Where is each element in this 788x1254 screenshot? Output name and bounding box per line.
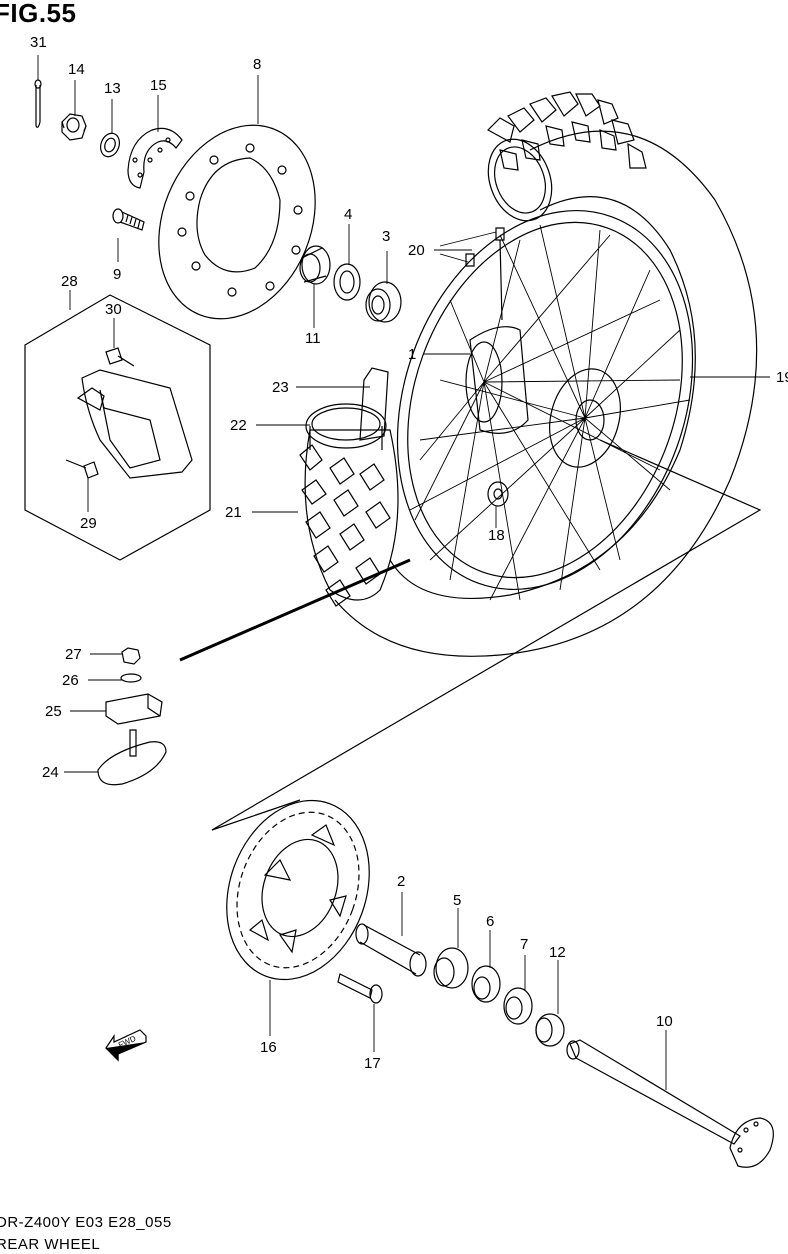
disc-bolt-part — [112, 208, 145, 231]
rear-sprocket-part — [226, 799, 370, 981]
callout-6: 6 — [486, 913, 495, 930]
rim-lock-block-part — [105, 693, 163, 725]
callout-8: 8 — [253, 56, 262, 73]
callout-17: 17 — [364, 1055, 381, 1072]
model-code: DR-Z400Y E03 E28_055 — [0, 1214, 172, 1231]
callout-4: 4 — [344, 206, 353, 223]
callout-27: 27 — [65, 646, 82, 663]
wheel-spokes — [409, 224, 691, 601]
callout-15: 15 — [150, 77, 167, 94]
oil-seal-part — [333, 263, 361, 301]
fwd-arrow-icon: FWD — [105, 1029, 147, 1062]
callout-1: 1 — [408, 346, 417, 363]
rim-lock-nut-part — [121, 647, 141, 665]
sprocket-bolt-part — [337, 973, 383, 1004]
rim-lock-part — [97, 729, 167, 786]
rim-spacer-part — [487, 481, 509, 507]
rim-lock-washer-part — [120, 673, 142, 683]
callout-12: 12 — [549, 944, 566, 961]
callout-3: 3 — [382, 228, 391, 245]
callout-11: 11 — [305, 330, 321, 347]
callout-19: 19 — [776, 369, 788, 386]
leader-lines — [37, 55, 770, 1090]
chain-guide-bracket-part — [76, 369, 193, 479]
callout-5: 5 — [453, 892, 462, 909]
callout-7: 7 — [520, 936, 529, 953]
rear-axle-part — [566, 1039, 774, 1168]
valve-part — [359, 367, 389, 441]
callout-21: 21 — [225, 504, 242, 521]
rear-tyre-part — [334, 91, 758, 657]
oil-seal-7-part — [503, 987, 533, 1025]
axle-spacer-part — [535, 1013, 565, 1047]
hub-spacer-part — [355, 923, 427, 977]
callout-25: 25 — [45, 703, 62, 720]
callout-18: 18 — [488, 527, 505, 544]
wheel-rim-part — [396, 210, 694, 590]
callout-13: 13 — [104, 80, 121, 97]
bearing-5-part — [433, 947, 469, 989]
callout-23: 23 — [272, 379, 289, 396]
callout-14: 14 — [68, 61, 85, 78]
spoke-nipple-part — [465, 227, 505, 321]
callout-26: 26 — [62, 672, 79, 689]
callout-2: 2 — [397, 873, 406, 890]
wheel-hub-part — [465, 326, 621, 468]
callout-16: 16 — [260, 1039, 277, 1056]
spacer-part — [299, 245, 331, 285]
bracket-bolt-30-part — [105, 347, 135, 367]
callout-20: 20 — [408, 242, 425, 259]
callout-24: 24 — [42, 764, 59, 781]
exploded-axis-lines — [179, 439, 762, 831]
chain-adjuster-part — [127, 127, 183, 189]
callout-31: 31 — [30, 34, 47, 51]
callout-30: 30 — [105, 301, 122, 318]
axle-nut-part — [61, 113, 87, 141]
oil-seal-6-part — [471, 965, 501, 1003]
inner-tube-part — [299, 429, 399, 607]
rim-band-part — [305, 403, 387, 450]
callout-22: 22 — [230, 417, 247, 434]
callout-28: 28 — [61, 273, 78, 290]
bracket-bolt-29-part — [65, 459, 99, 479]
figure-title: FIG.55 — [0, 0, 77, 28]
callout-9: 9 — [113, 266, 122, 283]
cotter-pin-part — [34, 79, 42, 128]
figure-caption: REAR WHEEL — [0, 1236, 101, 1253]
washer-part — [99, 132, 121, 158]
brake-disc-part — [158, 124, 316, 320]
bearing-part — [365, 281, 402, 323]
callout-10: 10 — [656, 1013, 673, 1030]
callout-29: 29 — [80, 515, 97, 532]
bracket-frame-outline — [24, 294, 211, 561]
